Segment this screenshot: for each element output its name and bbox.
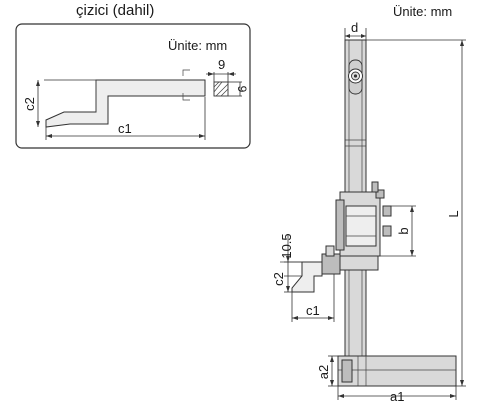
dim-a1: a1	[390, 389, 404, 403]
dim-c2: c2	[271, 272, 286, 286]
fine-adjust-knob	[348, 59, 363, 95]
slider-head	[335, 181, 392, 271]
inset-dim-9-side: 9	[235, 86, 249, 93]
inset-unit-label: Ünite: mm	[168, 38, 227, 53]
scriber-shape	[44, 79, 206, 128]
dim-b-line	[378, 205, 416, 257]
inset-dim-c2-line	[36, 80, 40, 127]
dim-a2-line	[328, 355, 338, 387]
gauge-base	[337, 355, 457, 387]
scriber-cross-section	[182, 69, 229, 101]
dim-d-line	[344, 28, 367, 40]
inset-dim-c2: c2	[22, 97, 37, 111]
dim-L: L	[446, 210, 461, 217]
inset-dim-9-top: 9	[218, 57, 225, 72]
dim-L-line	[366, 39, 466, 387]
dim-10-5: 10.5	[279, 233, 294, 258]
dim-d: d	[351, 20, 358, 35]
dim-c1-line	[291, 274, 335, 322]
inset-dim-c1: c1	[118, 121, 132, 136]
inset-dim-c1-line	[45, 97, 206, 140]
dim-c1: c1	[306, 303, 320, 318]
dim-c2-line	[284, 262, 292, 293]
main-unit-label: Ünite: mm	[393, 4, 452, 19]
dim-10-5-line	[284, 234, 302, 277]
dim-a2: a2	[316, 365, 331, 379]
dim-b: b	[396, 227, 411, 234]
inset-dim-9-vertical	[228, 81, 242, 97]
dim-a1-line	[337, 386, 457, 400]
inset-title: çizici (dahil)	[76, 2, 154, 19]
inset-dim-9-horizontal	[206, 72, 236, 82]
